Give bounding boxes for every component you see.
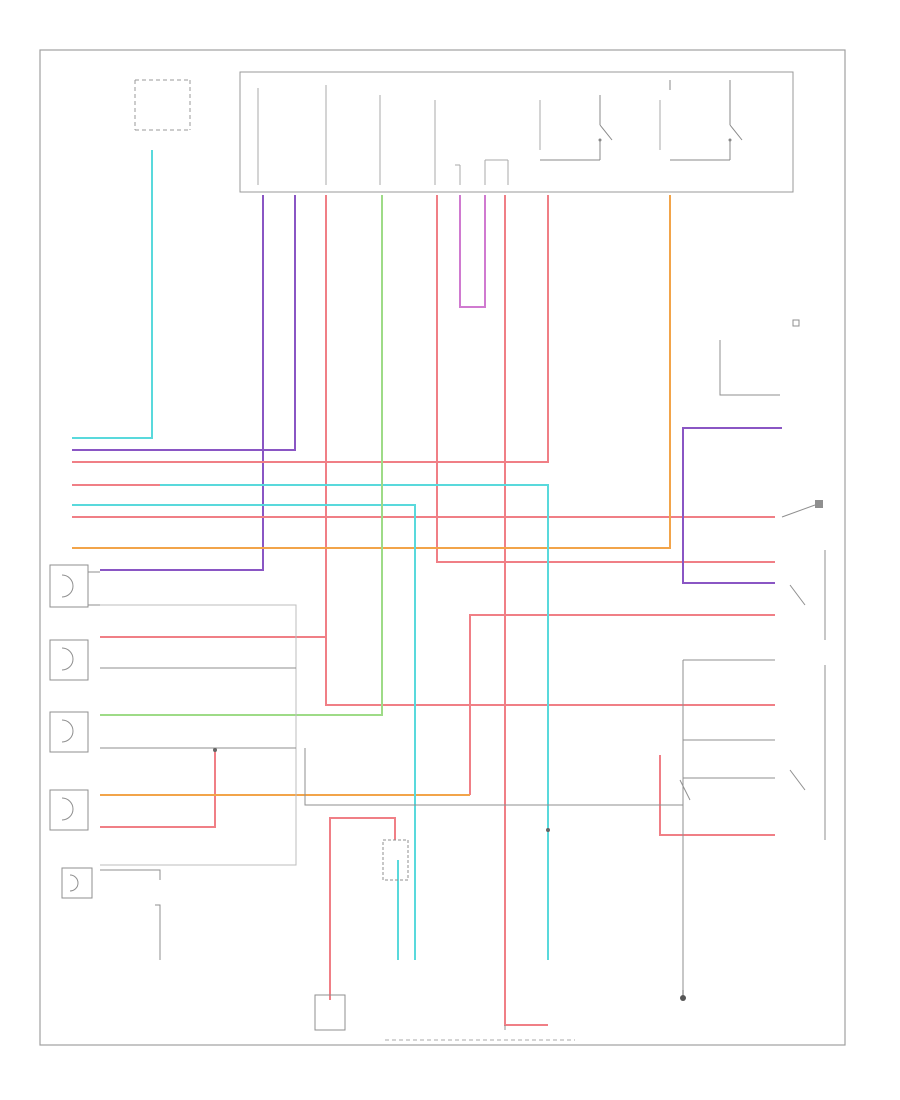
wire-red-11 — [329, 817, 396, 1000]
headlight-icon — [49, 564, 100, 608]
wire-red-2 — [325, 195, 775, 706]
wire-red-4 — [436, 195, 775, 563]
switch-icon — [659, 80, 743, 161]
wire-red-3 — [72, 195, 383, 486]
switch-icon — [539, 95, 613, 161]
wire-purple-2 — [100, 195, 264, 571]
ground-icon — [213, 748, 217, 752]
top-left-component — [134, 79, 191, 131]
wire-green — [100, 195, 383, 716]
headlight-icon — [49, 789, 89, 831]
wire-orange-1 — [72, 195, 671, 549]
wire-cyan-3 — [72, 504, 416, 960]
wire-red-9 — [469, 614, 775, 795]
relay-icon — [679, 550, 826, 840]
wire-gray-6 — [683, 739, 775, 779]
wire-red-loop — [459, 195, 486, 308]
wire-gray-9 — [100, 869, 161, 960]
wire-gray-8 — [719, 340, 780, 396]
headlight-icon — [61, 867, 93, 899]
switch-icon — [781, 500, 823, 518]
headlight-icon — [49, 711, 89, 753]
lower-center-component — [314, 839, 575, 1041]
headlight-icon — [49, 639, 89, 681]
wire-gray-1 — [100, 604, 297, 866]
diagram-frame — [39, 49, 846, 1046]
connector-icon — [792, 319, 800, 327]
ground-icon — [680, 990, 686, 1001]
wire-red-1 — [72, 195, 549, 463]
wire-red-10 — [659, 755, 775, 836]
combination-switch-block — [239, 71, 794, 193]
wire-purple-1 — [72, 195, 296, 451]
wire-red-8 — [100, 750, 216, 828]
wire-red-5 — [504, 195, 548, 1026]
wire-purple-right — [682, 427, 782, 584]
wire-cyan-2 — [160, 484, 549, 960]
wire-gray-5 — [682, 659, 775, 805]
wire-gray-4 — [304, 748, 683, 806]
ground-icon — [546, 828, 550, 832]
wire-cyan-left — [72, 150, 153, 439]
